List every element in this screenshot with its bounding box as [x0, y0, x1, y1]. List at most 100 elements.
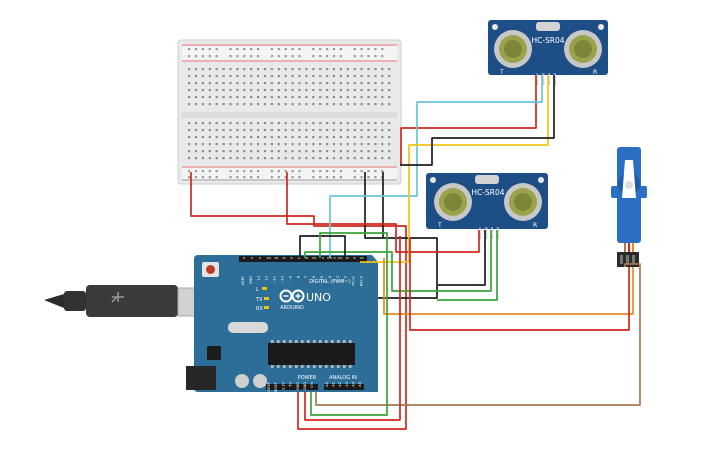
breadboard-hole: [346, 75, 349, 78]
wire-cyan-top-trig: [329, 75, 543, 258]
breadboard-hole: [257, 48, 260, 51]
sensor-pin: [542, 76, 545, 85]
chip-leg: [283, 365, 286, 368]
breadboard-hole: [188, 68, 191, 71]
breadboard-center-gap: [182, 112, 397, 118]
breadboard-hole: [381, 103, 384, 106]
breadboard-hole: [257, 82, 260, 85]
usb-cable: [44, 285, 213, 317]
breadboard-hole: [353, 48, 356, 51]
header-pin-label: 4: [328, 275, 332, 278]
breadboard-hole: [215, 143, 218, 146]
l-led-label: L: [256, 287, 259, 293]
breadboard-hole: [346, 150, 349, 153]
breadboard-hole: [339, 55, 342, 58]
header-pin: [353, 257, 356, 259]
breadboard-hole: [215, 122, 218, 125]
breadboard-hole: [229, 96, 232, 99]
breadboard-hole: [222, 129, 225, 132]
breadboard-hole: [312, 48, 315, 51]
breadboard-hole: [188, 103, 191, 106]
breadboard-hole: [381, 129, 384, 132]
header-pin-label: ~11: [273, 276, 277, 284]
breadboard-hole: [194, 176, 198, 179]
wire-black-top-gnd: [400, 75, 555, 166]
breadboard-hole: [298, 143, 301, 146]
breadboard-hole: [374, 55, 377, 58]
breadboard-hole: [298, 176, 301, 179]
breadboard-hole: [360, 82, 363, 85]
chip-legs: [271, 340, 352, 368]
breadboard-hole: [236, 170, 239, 173]
breadboard-hole: [319, 176, 322, 179]
breadboard-hole: [277, 82, 280, 85]
breadboard-hole: [194, 75, 198, 78]
breadboard-hole: [194, 55, 198, 58]
breadboard-hole: [215, 68, 218, 71]
breadboard-hole: [284, 176, 287, 179]
header-pin-label: 7: [304, 276, 308, 278]
breadboard-hole: [381, 96, 384, 99]
breadboard-hole: [229, 82, 232, 85]
breadboard-hole: [250, 157, 253, 160]
header-pin-label: IOREF: [267, 382, 271, 393]
chip-leg: [313, 340, 316, 343]
breadboard-hole: [284, 96, 287, 99]
chip-leg: [301, 340, 304, 343]
crystal-icon: [475, 175, 499, 184]
breadboard-hole: [388, 82, 391, 85]
breadboard-hole: [229, 55, 232, 58]
breadboard-hole: [194, 170, 198, 173]
breadboard-hole: [326, 170, 329, 173]
breadboard-hole: [236, 82, 239, 85]
breadboard-hole: [319, 143, 322, 146]
breadboard-hole: [326, 176, 329, 179]
breadboard-hole: [236, 136, 239, 139]
breadboard-hole: [388, 89, 391, 92]
breadboard-hole: [326, 129, 329, 132]
breadboard-hole: [201, 82, 204, 85]
breadboard-hole: [263, 150, 267, 153]
sensor-pin: [536, 76, 539, 85]
breadboard-hole: [208, 150, 211, 153]
breadboard-hole: [346, 82, 349, 85]
chip-leg: [325, 340, 328, 343]
breadboard-hole: [319, 55, 322, 58]
breadboard-hole: [188, 170, 191, 173]
breadboard-hole: [367, 82, 370, 85]
breadboard-hole: [229, 129, 232, 132]
breadboard-hole: [332, 89, 336, 92]
breadboard-hole: [381, 75, 384, 78]
breadboard-hole: [326, 89, 329, 92]
breadboard-hole: [277, 89, 280, 92]
chip-leg: [301, 365, 304, 368]
breadboard-hole: [367, 48, 370, 51]
breadboard-hole: [215, 176, 218, 179]
wire-red-bb-5v: [190, 172, 407, 430]
header-pin-label: RESET: [274, 381, 278, 393]
chip-leg: [313, 365, 316, 368]
breadboard-hole: [305, 122, 308, 125]
breadboard-hole: [208, 68, 211, 71]
header-pin: [346, 257, 349, 259]
breadboard-hole: [374, 75, 377, 78]
header-pin-label: A5: [358, 382, 362, 387]
breadboard-hole: [194, 89, 198, 92]
breadboard-hole: [305, 157, 308, 160]
breadboard-hole: [339, 82, 342, 85]
breadboard-hole: [367, 122, 370, 125]
breadboard-hole: [222, 89, 225, 92]
power-jack: [186, 366, 216, 390]
header-pin: [283, 257, 286, 259]
breadboard-hole: [194, 48, 198, 51]
breadboard-hole: [270, 122, 273, 125]
breadboard-hole: [229, 103, 232, 106]
breadboard-hole: [222, 122, 225, 125]
breadboard-hole: [298, 150, 301, 153]
header-pin: [250, 257, 253, 259]
breadboard-hole: [291, 157, 294, 160]
header-pin-label: A0: [325, 381, 329, 386]
breadboard-hole: [305, 89, 308, 92]
breadboard-hole: [215, 48, 218, 51]
